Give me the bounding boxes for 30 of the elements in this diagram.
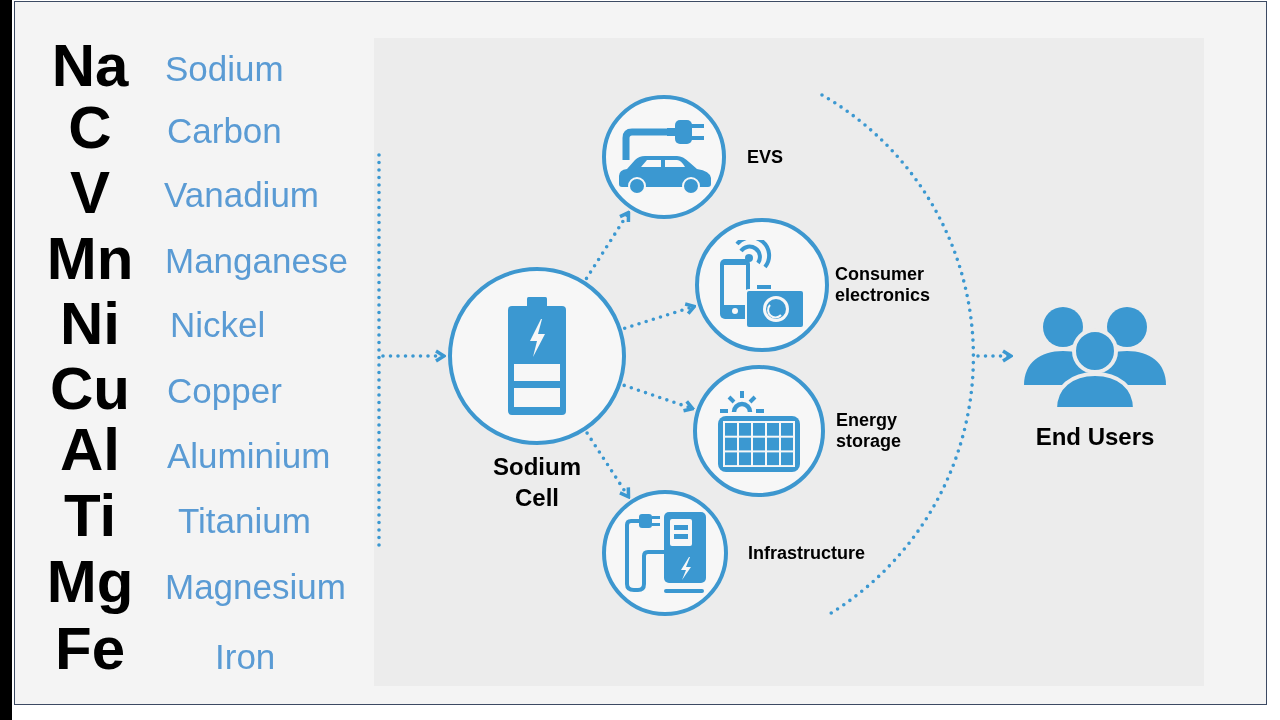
element-symbol: Al (60, 420, 120, 480)
node-label: Infrastructure (748, 542, 866, 564)
element-symbol: V (70, 163, 110, 223)
dotted-arrow (585, 431, 631, 499)
element-symbol: Fe (55, 619, 125, 679)
element-symbol: C (68, 98, 112, 158)
element-symbol: Mn (46, 229, 134, 289)
node-label: Energy storage (836, 410, 903, 452)
node-label: End Users (1035, 423, 1155, 451)
element-name: Manganese (165, 241, 348, 281)
element-name: Copper (167, 371, 282, 411)
element-symbol: Ni (60, 294, 120, 354)
node-label: Consumer electronics (835, 264, 932, 306)
element-name: Vanadium (164, 175, 319, 215)
element-name: Carbon (167, 111, 282, 151)
dotted-arrow (584, 210, 631, 281)
node-label: Sodium Cell (492, 452, 582, 513)
dotted-arrow (976, 349, 1013, 363)
dotted-arrow (381, 349, 446, 363)
element-symbol: Na (51, 36, 129, 96)
element-symbol: Mg (46, 552, 134, 612)
element-name: Nickel (170, 305, 266, 345)
element-name: Magnesium (165, 567, 346, 607)
element-name: Titanium (178, 501, 311, 541)
node-label: EVS (747, 146, 784, 168)
element-symbol: Ti (63, 486, 117, 546)
element-symbol: Cu (50, 359, 130, 419)
element-name: Aluminium (167, 436, 331, 476)
element-name: Iron (215, 637, 276, 677)
element-name: Sodium (165, 49, 284, 89)
